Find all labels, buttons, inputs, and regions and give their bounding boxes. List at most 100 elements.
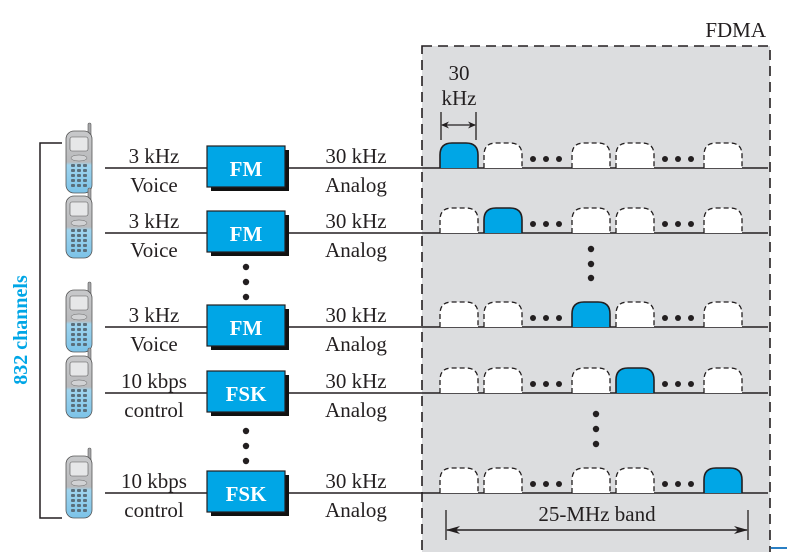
ellipsis-dot	[587, 260, 595, 268]
idle-frequency-slot	[484, 143, 522, 168]
output-rate-label: 30 kHz	[325, 144, 386, 168]
frequency-slot-outline	[483, 301, 523, 327]
input-type-label: control	[124, 398, 184, 422]
ellipsis-dot	[556, 221, 562, 227]
input-type-label: Voice	[130, 332, 177, 356]
frequency-slot-outline	[571, 142, 611, 168]
ellipsis-dot	[662, 156, 668, 162]
channels-bracket	[39, 142, 62, 519]
frequency-slot-outline	[615, 301, 655, 327]
frequency-slot-outline	[703, 467, 743, 493]
idle-frequency-slot	[440, 302, 478, 327]
input-rate-label: 3 kHz	[129, 144, 180, 168]
frequency-slot-outline	[439, 367, 479, 393]
frequency-slot-outline	[483, 142, 523, 168]
cell-phone-icon	[65, 122, 93, 194]
frequency-slot-outline	[483, 207, 523, 233]
band-label: 25-MHz band	[538, 502, 656, 526]
input-type-label: Voice	[130, 238, 177, 262]
band-ellipsis-1	[587, 245, 595, 282]
modulator-box	[206, 470, 286, 513]
modulator-box	[206, 304, 286, 347]
ellipsis-dot	[675, 221, 681, 227]
ellipsis-dot	[587, 274, 595, 282]
ellipsis-dot	[242, 263, 250, 271]
slot-width-label-unit: kHz	[442, 86, 477, 110]
ellipsis-dot	[662, 221, 668, 227]
ellipsis-dot	[530, 221, 536, 227]
input-rate-label: 3 kHz	[129, 209, 180, 233]
frequency-slot-outline	[483, 367, 523, 393]
frequency-slot-outline	[615, 467, 655, 493]
output-rate-label: 30 kHz	[325, 303, 386, 327]
frequency-slot-outline	[439, 207, 479, 233]
modulator-ellipsis-1	[242, 263, 250, 301]
idle-frequency-slot	[704, 208, 742, 233]
ellipsis-dot	[688, 221, 694, 227]
frequency-slot-outline	[483, 467, 523, 493]
ellipsis-dot	[675, 156, 681, 162]
active-frequency-slot	[572, 302, 610, 327]
idle-frequency-slot	[572, 208, 610, 233]
ellipsis-dot	[675, 315, 681, 321]
frequency-slot-outline	[439, 301, 479, 327]
ellipsis-dot	[530, 315, 536, 321]
input-type-label: Voice	[130, 173, 177, 197]
idle-frequency-slot	[572, 468, 610, 493]
cell-phone-icon	[65, 447, 93, 519]
band-ellipsis-2	[592, 410, 600, 448]
modulator-label: FM	[230, 222, 263, 246]
frequency-slot-outline	[615, 207, 655, 233]
ellipsis-dot	[688, 315, 694, 321]
input-rate-label: 3 kHz	[129, 303, 180, 327]
slot-width-label-value: 30	[449, 61, 470, 85]
output-type-label: Analog	[325, 173, 387, 197]
active-frequency-slot	[616, 368, 654, 393]
output-rate-label: 30 kHz	[325, 209, 386, 233]
ellipsis-dot	[675, 481, 681, 487]
idle-frequency-slot	[704, 143, 742, 168]
input-type-label: control	[124, 498, 184, 522]
ellipsis-dot	[556, 481, 562, 487]
ellipsis-dot	[242, 442, 250, 450]
ellipsis-dot	[242, 278, 250, 286]
idle-frequency-slot	[440, 368, 478, 393]
ellipsis-dot	[688, 481, 694, 487]
ellipsis-dot	[543, 221, 549, 227]
output-rate-label: 30 kHz	[325, 369, 386, 393]
frequency-slot-outline	[615, 367, 655, 393]
active-frequency-slot	[484, 208, 522, 233]
modulator-label: FSK	[226, 482, 268, 506]
modulator-label: FM	[230, 157, 263, 181]
idle-frequency-slot	[484, 302, 522, 327]
ellipsis-dot	[587, 245, 595, 253]
output-type-label: Analog	[325, 398, 387, 422]
input-rate-label: 10 kbps	[121, 469, 187, 493]
modulator-label: FSK	[226, 382, 268, 406]
output-type-label: Analog	[325, 498, 387, 522]
modulator-box	[206, 210, 286, 253]
active-frequency-slot	[704, 468, 742, 493]
frequency-slot-outline	[571, 367, 611, 393]
idle-frequency-slot	[572, 368, 610, 393]
input-rate-label: 10 kbps	[121, 369, 187, 393]
frequency-slot-outline	[615, 142, 655, 168]
frequency-slot-outline	[439, 467, 479, 493]
ellipsis-dot	[662, 315, 668, 321]
channels-label: 832 channels	[10, 275, 32, 385]
ellipsis-dot	[662, 481, 668, 487]
idle-frequency-slot	[616, 468, 654, 493]
idle-frequency-slot	[484, 368, 522, 393]
ellipsis-dot	[556, 315, 562, 321]
frequency-slot-outline	[571, 207, 611, 233]
idle-frequency-slot	[616, 143, 654, 168]
output-type-label: Analog	[325, 238, 387, 262]
ellipsis-dot	[662, 381, 668, 387]
ellipsis-dot	[242, 427, 250, 435]
ellipsis-dot	[592, 410, 600, 418]
idle-frequency-slot	[704, 368, 742, 393]
